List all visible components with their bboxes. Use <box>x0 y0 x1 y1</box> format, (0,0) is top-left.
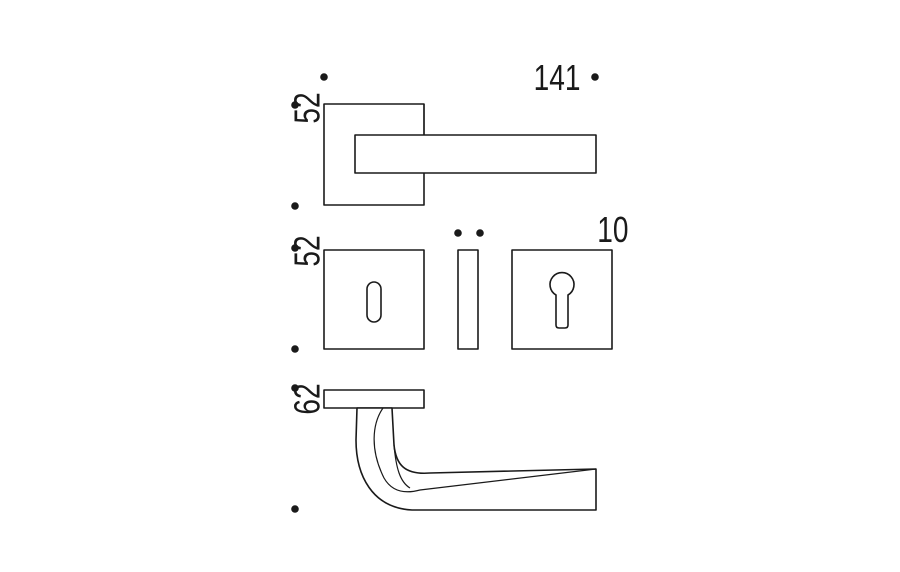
escutcheon-height-marker-top <box>291 244 299 252</box>
keyhole <box>366 281 382 323</box>
lever-side-crease <box>373 407 597 493</box>
lever-side-crease-inner <box>393 444 411 489</box>
side-view-handle <box>323 389 597 511</box>
rose-height-marker-top <box>291 101 299 109</box>
thickness-marker-right <box>476 229 484 237</box>
rose-height-marker-bottom <box>291 202 299 210</box>
escutcheon-row <box>323 249 613 350</box>
escutcheon-side-profile <box>457 249 479 350</box>
escutcheon-height-label: 52 <box>287 235 327 266</box>
lever-arm-front <box>354 134 597 174</box>
rose-height-label: 52 <box>287 92 327 123</box>
front-view-handle <box>323 103 597 206</box>
thickness-marker-left <box>454 229 462 237</box>
side-height-marker-bottom <box>291 505 299 513</box>
dimension-labels: 141 10 52 52 62 <box>287 58 629 415</box>
width-marker-right <box>591 73 599 81</box>
dimension-markers <box>291 73 599 513</box>
key-escutcheon <box>323 249 425 350</box>
cylinder-hole <box>549 271 575 329</box>
side-height-marker-top <box>291 384 299 392</box>
overall-width-label: 141 <box>534 58 581 98</box>
thickness-label: 10 <box>597 210 628 250</box>
lever-side-profile <box>355 407 597 511</box>
width-marker-left <box>320 73 328 81</box>
rose-side-profile <box>323 389 425 409</box>
side-height-label: 62 <box>287 383 327 414</box>
escutcheon-height-marker-bottom <box>291 345 299 353</box>
